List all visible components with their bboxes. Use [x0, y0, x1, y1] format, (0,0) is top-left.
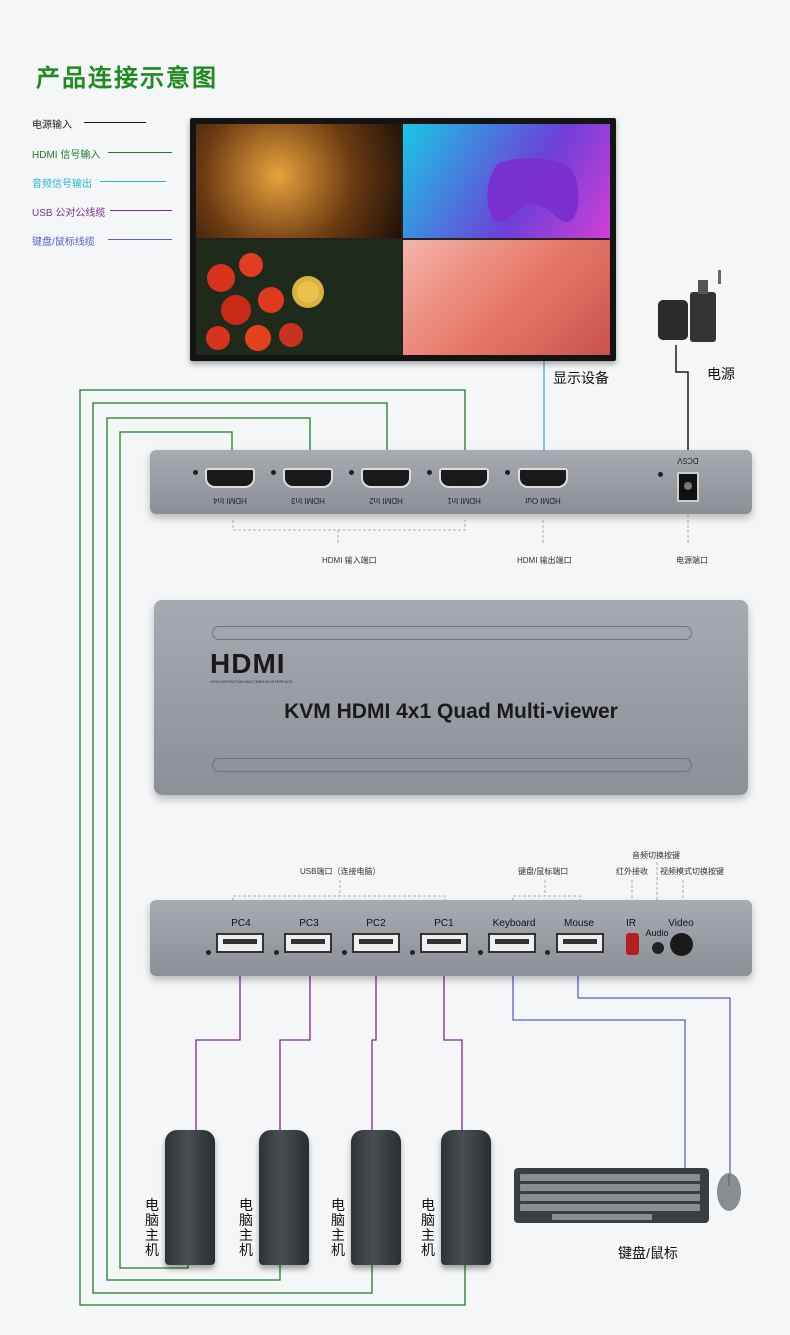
dc-label: DC5V	[653, 456, 723, 465]
pc-tower-2	[351, 1130, 401, 1265]
dc-jack-pin	[684, 482, 692, 490]
quad-view-4	[403, 240, 610, 355]
group-label-usb: USB端口（连接电脑）	[300, 866, 380, 877]
back-panel: HDMI In4 HDMI In3 HDMI In2 HDMI In1 HDMI…	[150, 450, 752, 514]
port-label: Mouse	[551, 918, 607, 929]
port-label: HDMI In2	[351, 496, 421, 505]
screw-hole	[545, 950, 550, 955]
model-name: KVM HDMI 4x1 Quad Multi-viewer	[154, 700, 748, 724]
usb-port-pc1[interactable]	[420, 933, 468, 953]
port-hdmi-in1[interactable]	[439, 468, 489, 488]
hdmi-logo: HDMI	[210, 648, 286, 680]
gamepad-icon	[403, 124, 610, 238]
display-label: 显示设备	[553, 368, 609, 388]
group-label-power: 电源端口	[676, 555, 708, 566]
monitor-screen	[196, 124, 610, 355]
usb-port-pc3[interactable]	[284, 933, 332, 953]
port-label: HDMI In1	[429, 496, 499, 505]
tomatoes-icon	[196, 240, 401, 355]
pc-label: 电脑主机	[239, 1198, 255, 1258]
screw-hole	[505, 470, 510, 475]
vent-slot-bottom	[212, 758, 692, 772]
annotation-audio-switch: 音频切换按键	[632, 850, 680, 861]
keyboard-icon	[512, 1166, 712, 1226]
quad-view-3	[196, 240, 401, 355]
group-label-kbm: 键盘/鼠标端口	[518, 866, 568, 877]
port-hdmi-out[interactable]	[518, 468, 568, 488]
front-panel: PC4 PC3 PC2 PC1 Keyboard Mouse IR Audio …	[150, 900, 752, 976]
power-adapter-icon	[650, 262, 730, 352]
kbm-cables	[513, 950, 730, 1175]
group-label-hdmi-in: HDMI 输入端口	[322, 555, 377, 566]
port-label: PC4	[213, 918, 269, 929]
pc-label: 电脑主机	[421, 1198, 437, 1258]
port-label: PC1	[416, 918, 472, 929]
port-label: HDMI Out	[508, 496, 578, 505]
annotation-ir: 红外接收	[616, 866, 648, 877]
port-hdmi-in4[interactable]	[205, 468, 255, 488]
usb-port-pc4[interactable]	[216, 933, 264, 953]
kbm-label: 键盘/鼠标	[618, 1243, 678, 1263]
port-hdmi-in3[interactable]	[283, 468, 333, 488]
pc-label: 电脑主机	[145, 1198, 161, 1258]
screw-hole	[427, 470, 432, 475]
screw-hole	[274, 950, 279, 955]
port-label: PC3	[281, 918, 337, 929]
mouse-icon	[714, 1170, 744, 1215]
quad-view-2	[403, 124, 610, 238]
usb-port-pc2[interactable]	[352, 933, 400, 953]
screw-hole	[342, 950, 347, 955]
usb-port-keyboard[interactable]	[488, 933, 536, 953]
pc-tower-3	[259, 1130, 309, 1265]
port-label: HDMI In3	[273, 496, 343, 505]
vent-slot-top	[212, 626, 692, 640]
usb-port-mouse[interactable]	[556, 933, 604, 953]
screw-hole	[193, 470, 198, 475]
video-label: Video	[656, 918, 706, 929]
pc-tower-1	[441, 1130, 491, 1265]
port-hdmi-in2[interactable]	[361, 468, 411, 488]
pc-tower-4	[165, 1130, 215, 1265]
port-label: PC2	[348, 918, 404, 929]
screw-hole	[271, 470, 276, 475]
device-front: HDMI HIGH-DEFINITION MULTIMEDIA INTERFAC…	[154, 600, 748, 795]
screw-hole	[658, 472, 663, 477]
screw-hole	[478, 950, 483, 955]
port-label: Keyboard	[483, 918, 545, 929]
video-mode-button[interactable]	[670, 933, 693, 956]
power-label: 电源	[707, 364, 735, 384]
screw-hole	[410, 950, 415, 955]
screw-hole	[349, 470, 354, 475]
hdmi-logo-sub: HIGH-DEFINITION MULTIMEDIA INTERFACE	[210, 679, 293, 684]
dc-jack[interactable]	[677, 472, 699, 502]
quad-view-1	[196, 124, 401, 238]
screw-hole	[206, 950, 211, 955]
group-label-hdmi-out: HDMI 输出端口	[517, 555, 572, 566]
audio-switch-button[interactable]	[652, 942, 664, 954]
usb-cables	[196, 955, 462, 1140]
pc-label: 电脑主机	[331, 1198, 347, 1258]
annotation-video-mode: 视频模式切换按键	[660, 866, 724, 877]
port-label: HDMI In4	[195, 496, 265, 505]
